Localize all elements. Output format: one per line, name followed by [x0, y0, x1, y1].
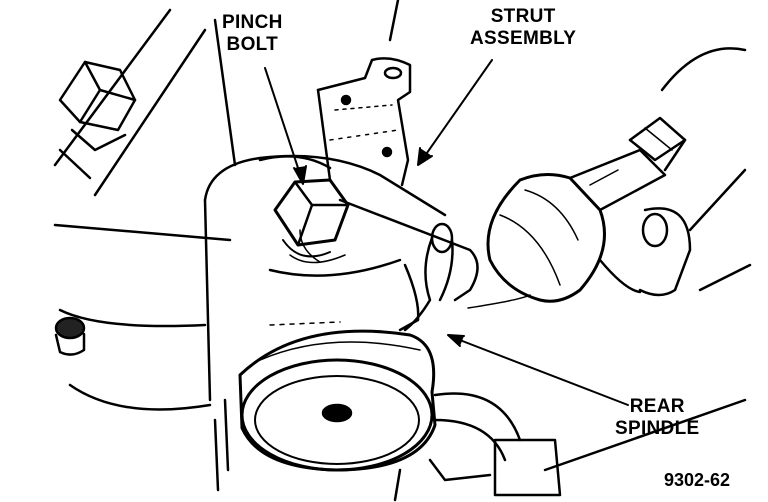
rear-spindle-secondary-leader	[467, 294, 531, 309]
small-bolt-head	[54, 316, 86, 356]
pinch-bolt-arrowhead	[293, 165, 307, 185]
strut-assembly-leader	[421, 59, 493, 161]
body-panel-lines	[53, 18, 237, 411]
leader-arrows	[264, 59, 629, 406]
rear-spindle-cylinder	[238, 321, 437, 472]
pinch-bolt-head	[273, 178, 350, 264]
rear-spindle-arrowhead	[447, 334, 465, 347]
rear-spindle-label: REAR SPINDLE	[615, 396, 699, 440]
figure-number: 9302-62	[664, 470, 731, 490]
pinch-bolt-leader	[264, 67, 303, 181]
strut-knuckle-housing	[203, 154, 479, 492]
strut-assembly-label-line2: ASSEMBLY	[470, 28, 577, 49]
rear-spindle-label-line2: SPINDLE	[615, 418, 700, 439]
upper-left-hex-nut-and-rod	[53, 8, 207, 197]
strut-assembly-label-line1: STRUT	[490, 6, 556, 27]
strut-assembly-arrowhead	[417, 147, 433, 166]
strut-bracket	[316, 0, 412, 187]
pinch-bolt-label-line1: PINCH	[222, 12, 283, 33]
right-bracket-arm	[543, 47, 752, 472]
lower-control-arm	[393, 392, 562, 502]
strut-assembly-label: STRUT ASSEMBLY	[470, 6, 576, 50]
spindle-cylinder-and-stud	[486, 116, 687, 303]
knuckle-slot	[403, 222, 454, 332]
rear-spindle-leader	[451, 336, 629, 406]
pinch-bolt-label-line2: BOLT	[226, 34, 279, 55]
pinch-bolt-label: PINCH BOLT	[222, 12, 283, 56]
rear-spindle-label-line1: REAR	[629, 396, 685, 417]
